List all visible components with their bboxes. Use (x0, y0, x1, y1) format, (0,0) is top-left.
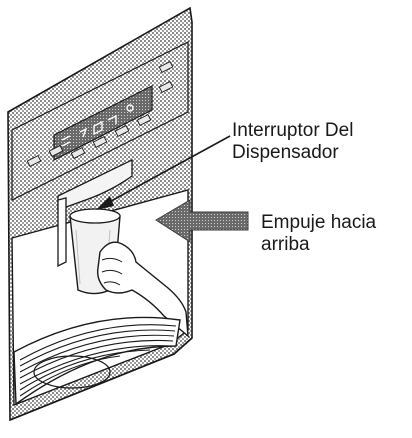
push-up-label-line1: Empuje hacia (261, 212, 376, 234)
push-up-label-line2: arriba (261, 234, 376, 256)
dispenser-switch-label-line2: Dispensador (232, 142, 353, 164)
dispenser-switch-label: Interruptor Del Dispensador (232, 120, 353, 164)
dispenser-switch-paddle (58, 198, 66, 266)
push-up-label: Empuje hacia arriba (261, 212, 376, 256)
dispenser-switch-label-line1: Interruptor Del (232, 120, 353, 142)
